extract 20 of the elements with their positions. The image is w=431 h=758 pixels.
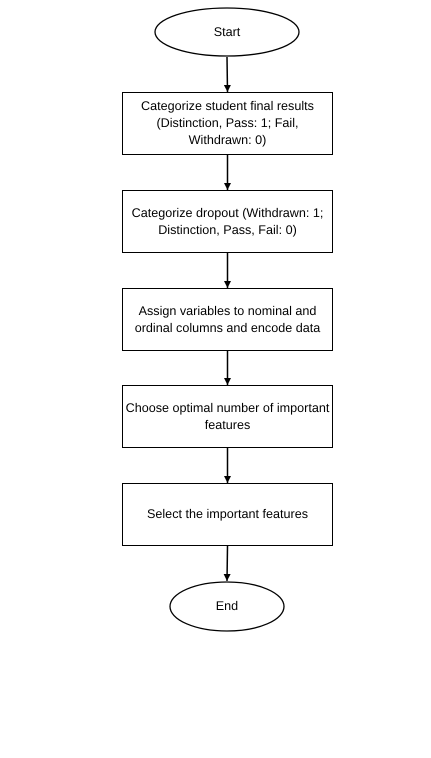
terminal-ellipse (169, 581, 285, 632)
process-box (122, 190, 333, 253)
arrow (224, 351, 231, 385)
process-box (122, 385, 333, 448)
arrow (224, 155, 231, 190)
arrow (224, 546, 231, 582)
node-label: End (216, 598, 238, 615)
node-label: Choose optimal number of important features (124, 400, 330, 434)
node-label: Start (214, 24, 240, 40)
node-label: Categorize dropout (Withdrawn: 1; Distinction, Pass, Fail: 0) (130, 204, 324, 238)
node-label: Assign variables to nominal and ordinal columns and encode data (134, 302, 322, 336)
process-box (122, 483, 333, 546)
node-label: Select the important features (146, 506, 308, 523)
arrow (224, 56, 231, 92)
terminal-ellipse (154, 7, 300, 57)
process-box (122, 288, 333, 351)
arrow (224, 253, 231, 288)
node-label: Categorize student final results (Distinction, Pass: 1; Fail, Withdrawn: 0) (140, 98, 315, 149)
arrow (224, 448, 231, 483)
process-box (122, 92, 333, 155)
